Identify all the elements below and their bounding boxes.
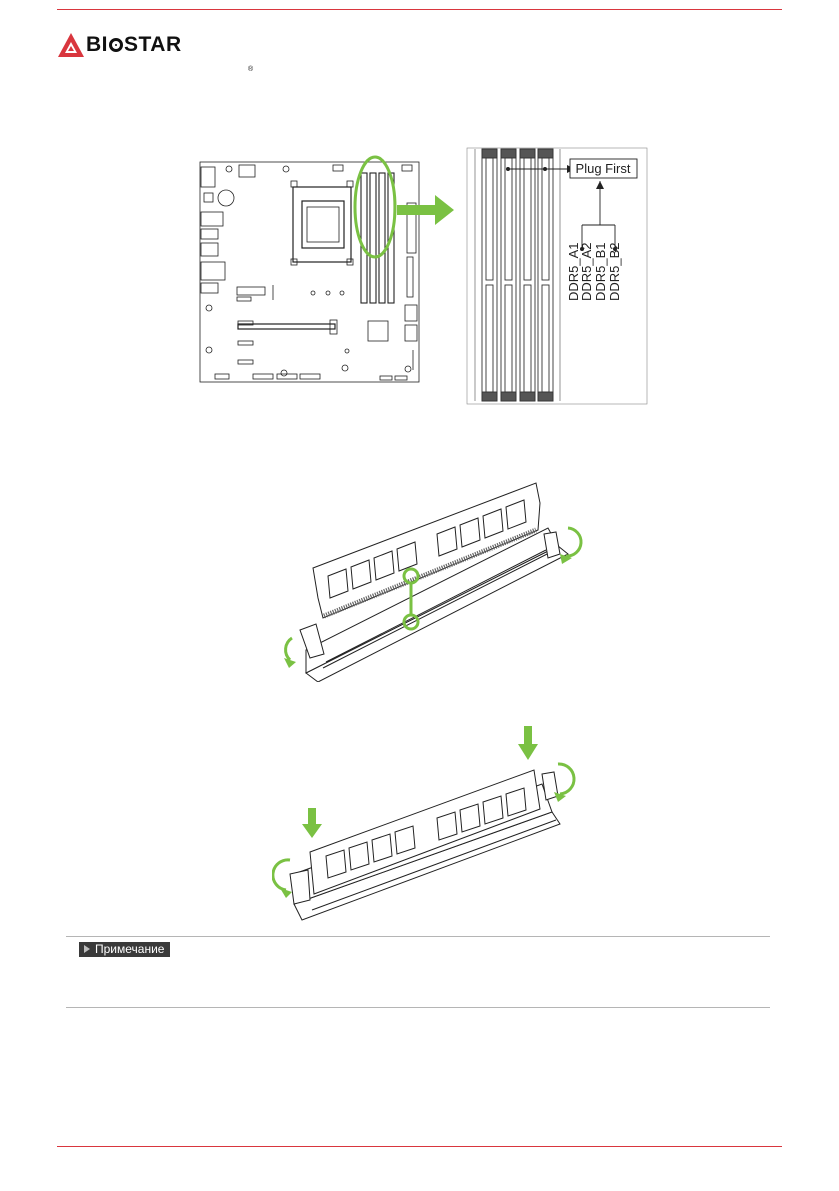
note-box: Примечание xyxy=(66,936,770,1008)
slot-label-a2: DDR5_A2 xyxy=(579,242,594,301)
biostar-mark-icon xyxy=(58,33,84,57)
slot-label-b1: DDR5_B1 xyxy=(593,242,608,301)
registered-mark: ® xyxy=(248,66,253,73)
brand-name: BI STAR xyxy=(86,33,182,57)
press-down-arrow-right-icon xyxy=(518,726,538,760)
brand-prefix: BI xyxy=(86,33,108,56)
brand-suffix: STAR xyxy=(124,33,182,56)
slot-labels: DDR5_A1 DDR5_A2 DDR5_B1 DDR5_B2 xyxy=(566,242,622,301)
press-down-arrow-left-icon xyxy=(302,808,322,838)
module-install-figure xyxy=(272,724,582,928)
rotate-arrow-right-icon xyxy=(566,528,581,556)
slot-label-b2: DDR5_B2 xyxy=(607,242,622,301)
motherboard-diagram xyxy=(200,162,419,382)
header-rule xyxy=(57,9,782,10)
lock-arrow-right-icon xyxy=(558,764,574,794)
rotate-arrow-left-icon xyxy=(286,638,292,660)
pointer-arrow-icon xyxy=(397,195,454,225)
note-tag: Примечание xyxy=(79,942,170,957)
module-alignment-figure xyxy=(268,478,588,682)
plug-first-label: Plug First xyxy=(576,161,631,176)
footer-rule xyxy=(57,1146,782,1147)
brand-o-icon xyxy=(109,38,123,52)
motherboard-slot-figure: Plug First DDR5_A1 DDR5_A2 DDR5_B1 DDR5_… xyxy=(195,145,650,407)
lock-arrow-left-icon xyxy=(273,860,290,890)
